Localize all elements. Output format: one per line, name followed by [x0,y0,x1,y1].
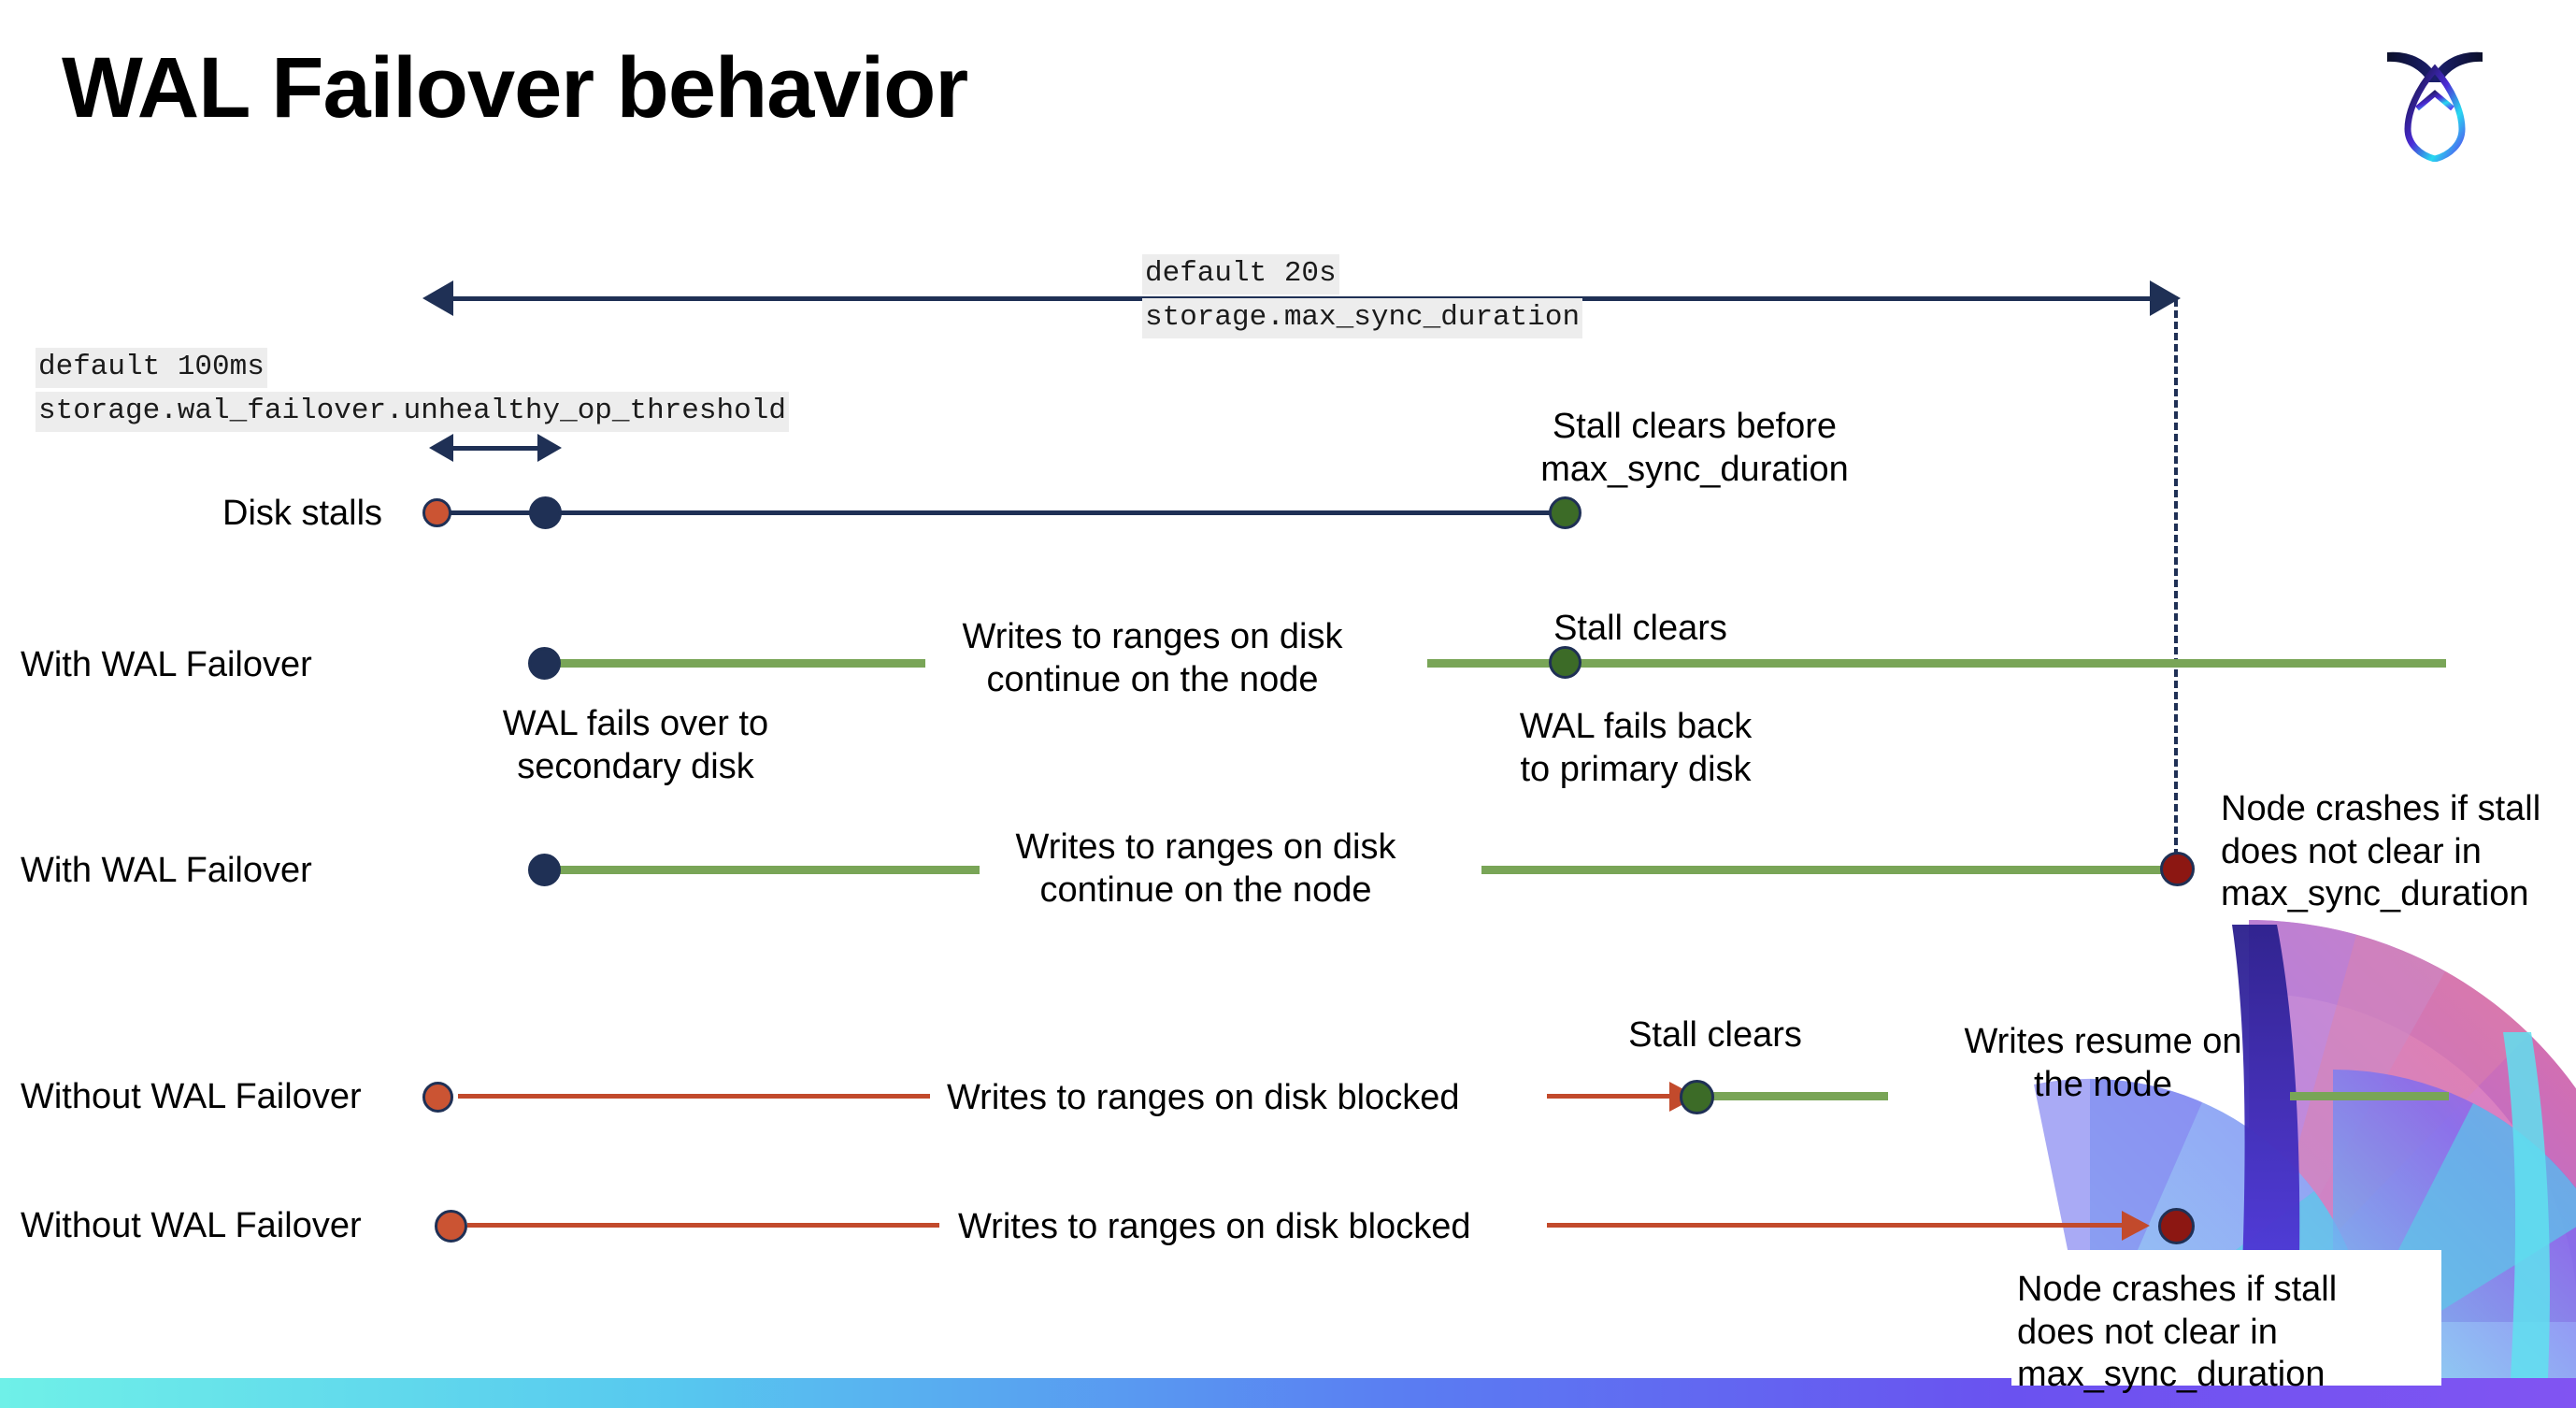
max-sync-annotation: default 20s storage.max_sync_duration [1142,254,1583,338]
row5-stall-start-dot [435,1210,467,1243]
max-sync-guide-dashed-line [2174,299,2178,879]
row5-node-crash-dot [2158,1208,2195,1244]
disk-stalls-failover-dot [529,496,562,529]
note-writes-blocked-1: Writes to ranges on disk blocked [947,1078,1460,1117]
note-wal-fails-over: WAL fails over to secondary disk [502,704,769,786]
note-writes-continue-2: Writes to ranges on disk continue on the… [1015,827,1396,910]
row-label-without-wal-failover-2: Without WAL Failover [21,1206,362,1245]
note-node-crashes-1: Node crashes if stall does not clear in … [2221,789,2541,914]
row4-green-segment-far-right [2290,1092,2449,1100]
max-sync-arrow-left-head [422,280,453,316]
unhealthy-arrow-right-head [537,434,562,462]
row4-red-segment-arrow-line [1547,1094,1682,1099]
note-mask-card [2011,1250,2441,1386]
max-sync-setting-label: storage.max_sync_duration [1142,297,1583,338]
unhealthy-arrow-left-head [429,434,453,462]
note-stall-clears-1: Stall clears [1553,609,1727,648]
row5-red-segment-left [467,1223,939,1228]
row-label-disk-stalls: Disk stalls [222,494,383,533]
unhealthy-default-label: default 100ms [36,348,267,388]
row5-red-segment-right [1547,1223,2136,1228]
note-wal-fails-back: WAL fails back to primary disk [1519,707,1753,789]
row4-green-segment [1701,1092,1888,1100]
row-label-without-wal-failover-1: Without WAL Failover [21,1077,362,1116]
row4-red-segment-left [458,1094,930,1099]
row3-green-segment-left [540,866,980,874]
row-label-with-wal-failover-1: With WAL Failover [21,645,312,684]
row5-red-arrow-head [2122,1211,2150,1241]
row-label-with-wal-failover-2: With WAL Failover [21,851,312,890]
note-stall-clears-2: Stall clears [1628,1015,1802,1055]
row3-failover-dot [528,854,561,886]
row2-green-segment-right [1427,659,2446,668]
row3-green-segment-right [1481,866,2178,874]
note-stall-clears-before: Stall clears before max_sync_duration [1540,407,1849,489]
unhealthy-arrow-line [451,446,540,451]
row2-stall-clears-dot [1549,646,1581,679]
row2-green-segment-left [540,659,925,668]
note-node-crashes-2: Node crashes if stall does not clear in … [2017,1270,2338,1395]
disk-stalls-start-dot [422,498,451,527]
note-writes-resume: Writes resume on the node [1964,1022,2242,1104]
unhealthy-setting-label: storage.wal_failover.unhealthy_op_thresh… [36,391,789,432]
note-writes-blocked-2: Writes to ranges on disk blocked [958,1207,1471,1246]
row2-failover-dot [528,647,561,680]
row4-stall-start-dot [422,1082,453,1113]
row3-node-crash-dot [2160,852,2195,886]
unhealthy-threshold-annotation: default 100ms storage.wal_failover.unhea… [36,348,789,432]
disk-stalls-timeline [439,510,1570,515]
max-sync-default-label: default 20s [1142,254,1339,295]
page-title: WAL Failover behavior [62,40,968,136]
row4-stall-clears-dot [1680,1080,1714,1114]
disk-stalls-clear-dot [1549,496,1581,529]
note-writes-continue-1: Writes to ranges on disk continue on the… [962,617,1343,699]
cockroachdb-logo-icon [2380,36,2490,163]
